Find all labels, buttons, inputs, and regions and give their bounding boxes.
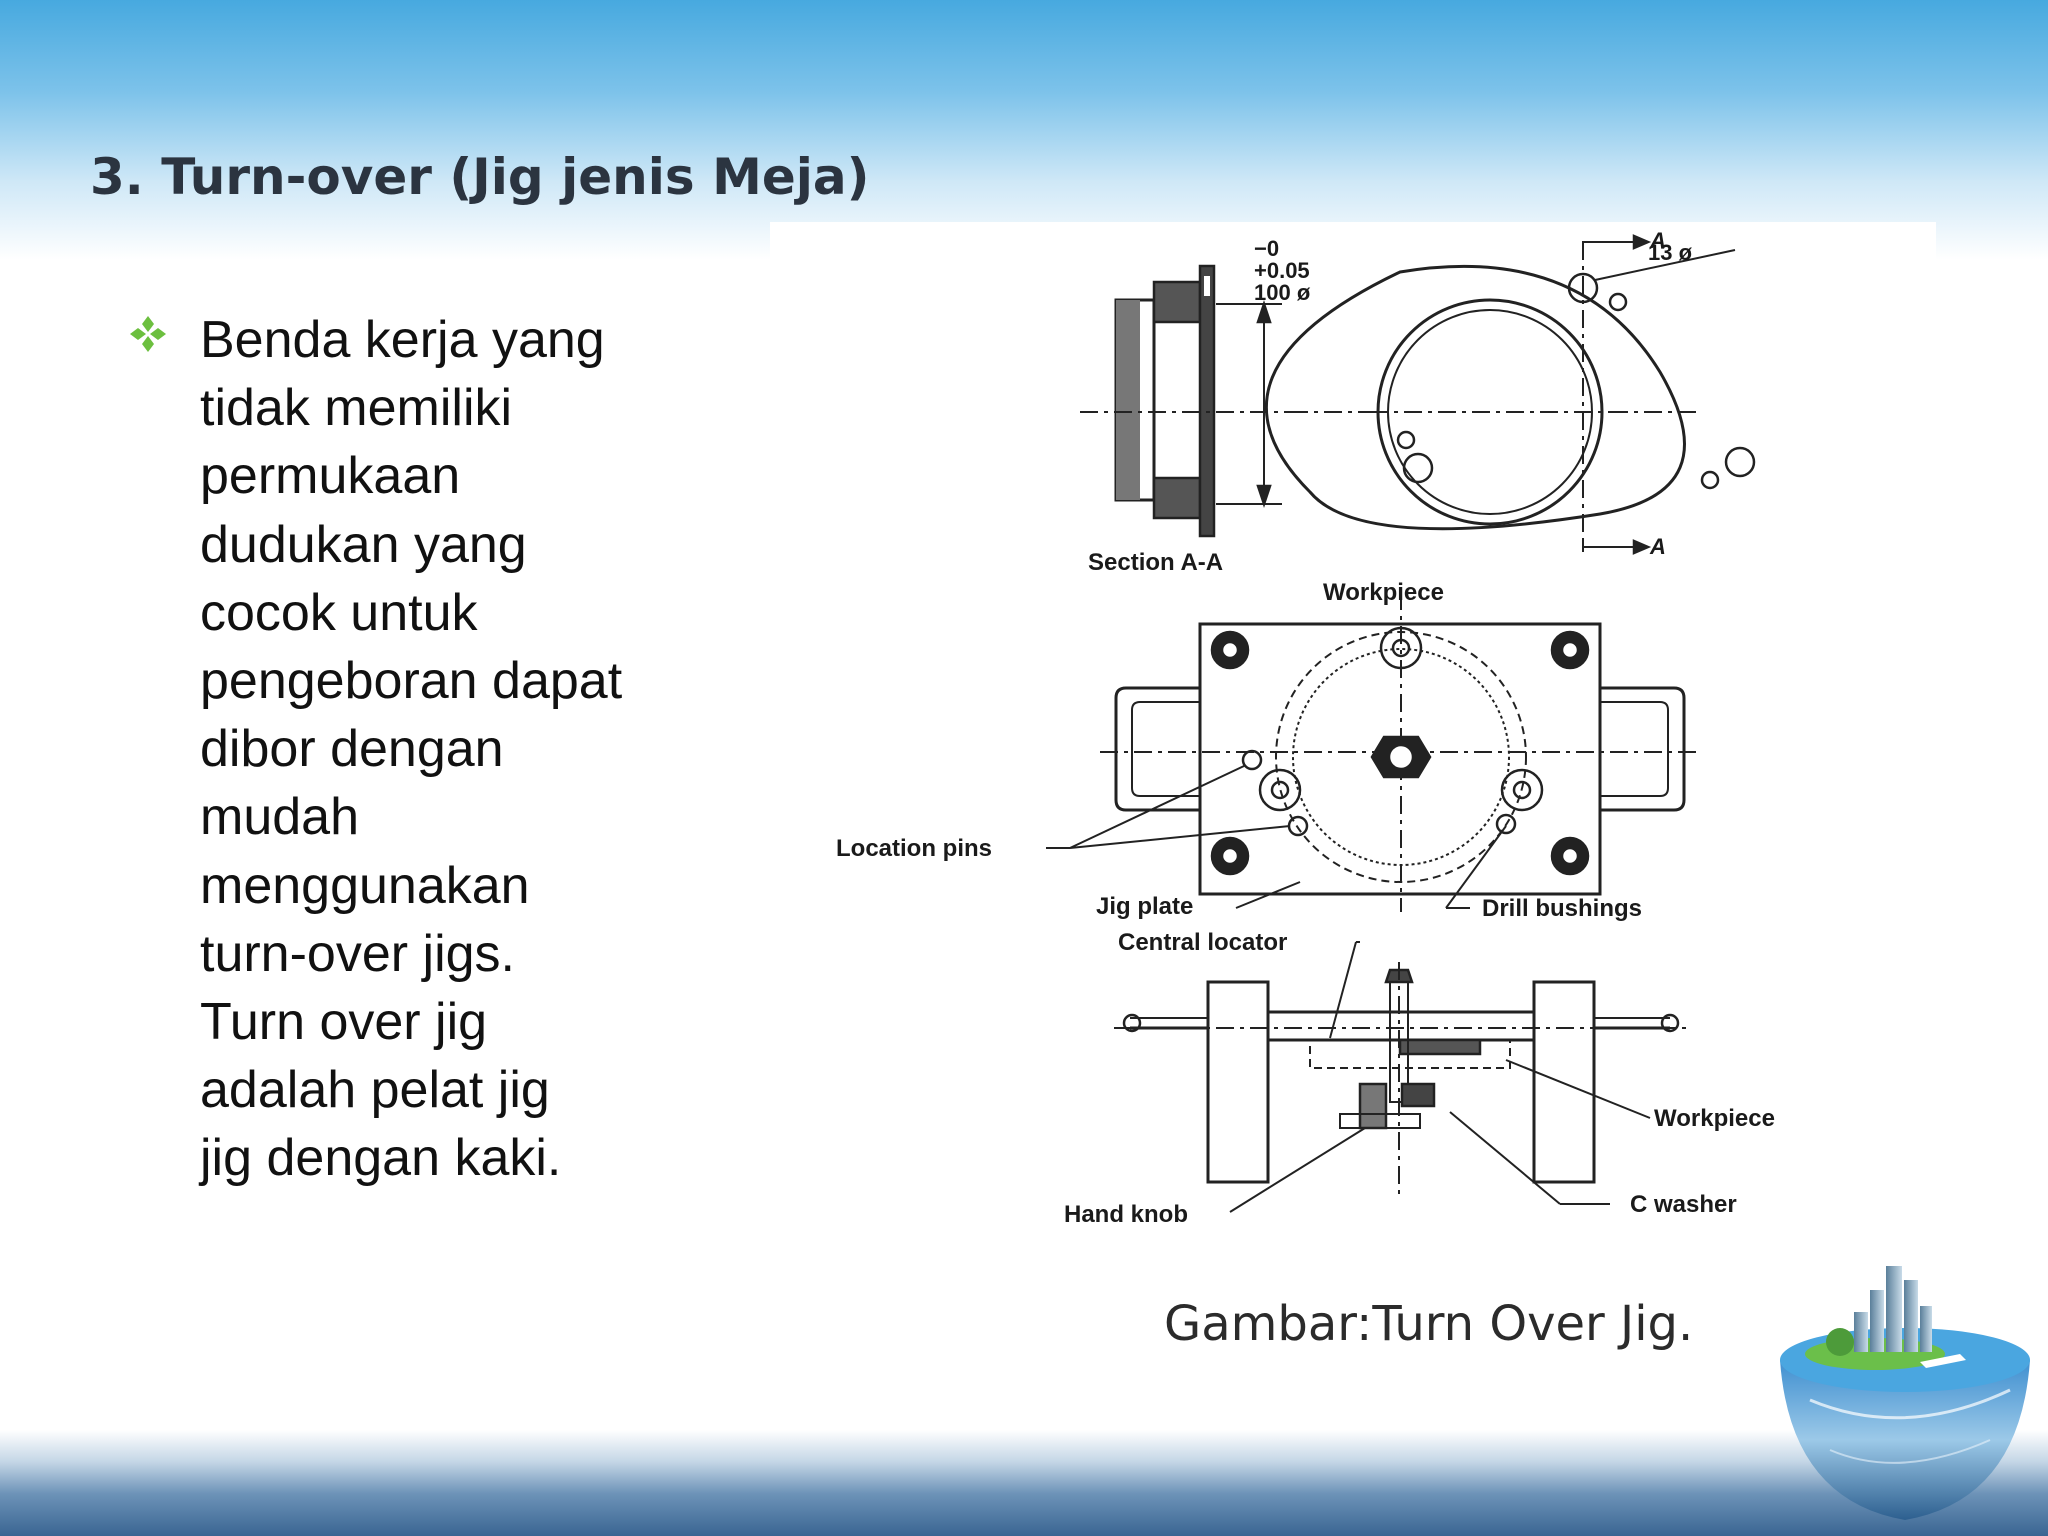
c-washer-label: C washer [1630,1191,1737,1218]
workpiece-label-top: Workpiece [1323,579,1444,606]
hand-knob-label: Hand knob [1064,1201,1188,1228]
hole-diameter-label: 13 ø [1648,240,1693,265]
bullet-text: Benda kerja yang tidak memiliki permukaa… [200,311,623,1188]
dim-tolerance-plus: +0.05 [1254,258,1310,283]
slide-title: 3. Turn-over (Jig jenis Meja) [90,148,870,206]
jig-top-view [1046,592,1700,912]
dim-tolerance-minus: −0 [1254,236,1279,261]
header-band [0,0,2048,260]
central-locator-label: Central locator [1118,929,1287,956]
section-label: Section A-A [1088,549,1223,576]
jig-side-view [1114,941,1690,1213]
workpiece-label-side: Workpiece [1654,1105,1775,1132]
dim-diameter: 100 ø [1254,280,1311,305]
jig-drawing-svg: −0 +0.05 100 ø Section A-A 13 ø A A Work… [836,228,1775,1228]
section-a-a-view [1080,264,1290,538]
footer-band [0,1430,2048,1536]
figure-caption: Gambar:Turn Over Jig. [1164,1296,1694,1352]
four-diamond-bullet-icon [130,316,166,352]
jig-plate-label: Jig plate [1096,893,1193,920]
city-globe-decoration [1780,1266,2030,1520]
location-pins-label: Location pins [836,835,992,862]
section-mark-top: A [1649,228,1666,253]
drill-bushings-label: Drill bushings [1482,895,1642,922]
workpiece-plan-view [1264,234,1756,555]
section-mark-bottom: A [1649,534,1666,559]
turn-over-jig-drawing: −0 +0.05 100 ø Section A-A 13 ø A A Work… [770,222,1936,1232]
